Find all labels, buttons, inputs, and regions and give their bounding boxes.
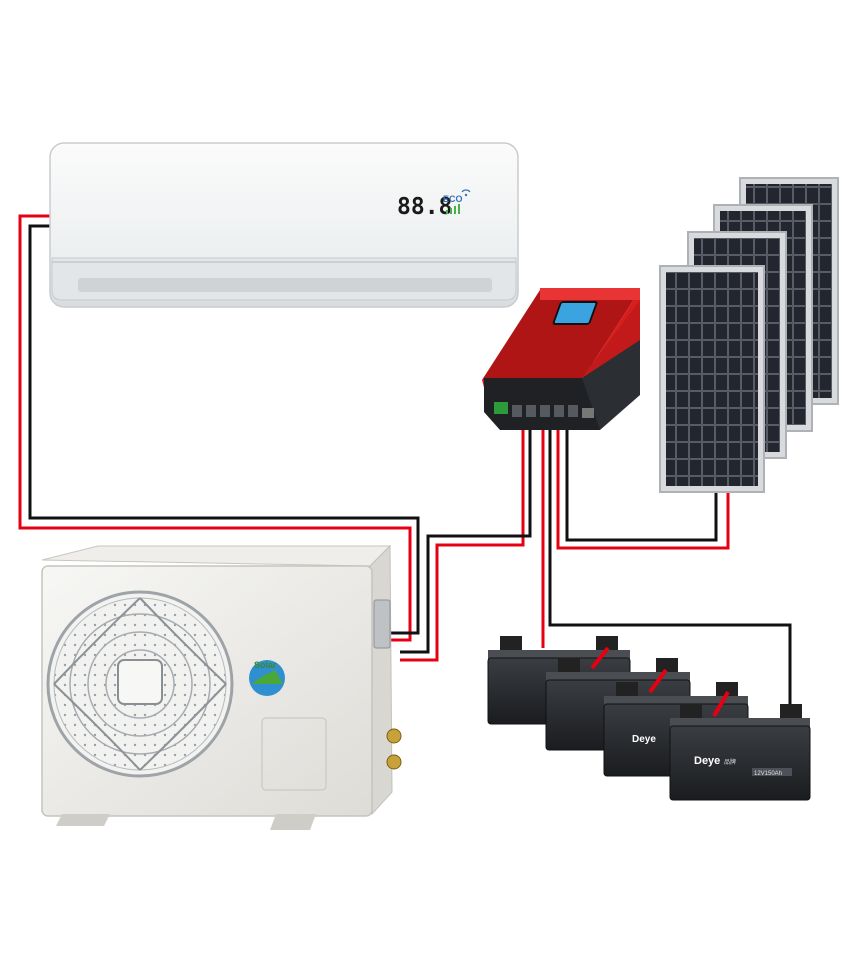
solar-charge-controller [482,288,640,430]
temperature-display: 88.8 [397,194,452,220]
indoor-outdoor-positive-wire [18,214,412,642]
service-valves [373,599,402,770]
controller-pv-negative-wire [565,424,718,542]
controller-battery-negative-wire [548,422,792,712]
battery-brand-suffix: 品牌 [724,758,736,766]
controller-pv-positive-wire [556,424,730,550]
indoor-outdoor-negative-wire [28,224,420,635]
battery-brand: Deye [632,734,656,745]
signal-bars-icon [446,204,460,214]
fan-grille [46,590,234,778]
solar-panel [659,265,765,493]
battery: Deye 品牌 12V150Ah [669,690,811,801]
battery-brand: Deye [694,755,720,767]
wiring [18,214,792,712]
outdoor-ac-unit: Solar [41,544,402,830]
indoor-display: 88.8 ECO [397,189,471,220]
controller-terminals [494,402,594,418]
battery-model: 12V150Ah [754,771,782,777]
controller-ac-negative-wire [400,420,532,654]
controller-lcd-screen [552,301,598,325]
indoor-ac-unit: 88.8 ECO [49,142,519,308]
battery-bank: Deye Deye 品牌 12V150Ah [487,636,811,801]
eco-indicator: ECO [443,194,463,204]
solar-panel-array [659,177,839,493]
brand-logo: Solar [249,660,285,696]
controller-ac-positive-wire [400,420,525,662]
wifi-icon [461,189,471,197]
logo-text: Solar [254,660,277,670]
